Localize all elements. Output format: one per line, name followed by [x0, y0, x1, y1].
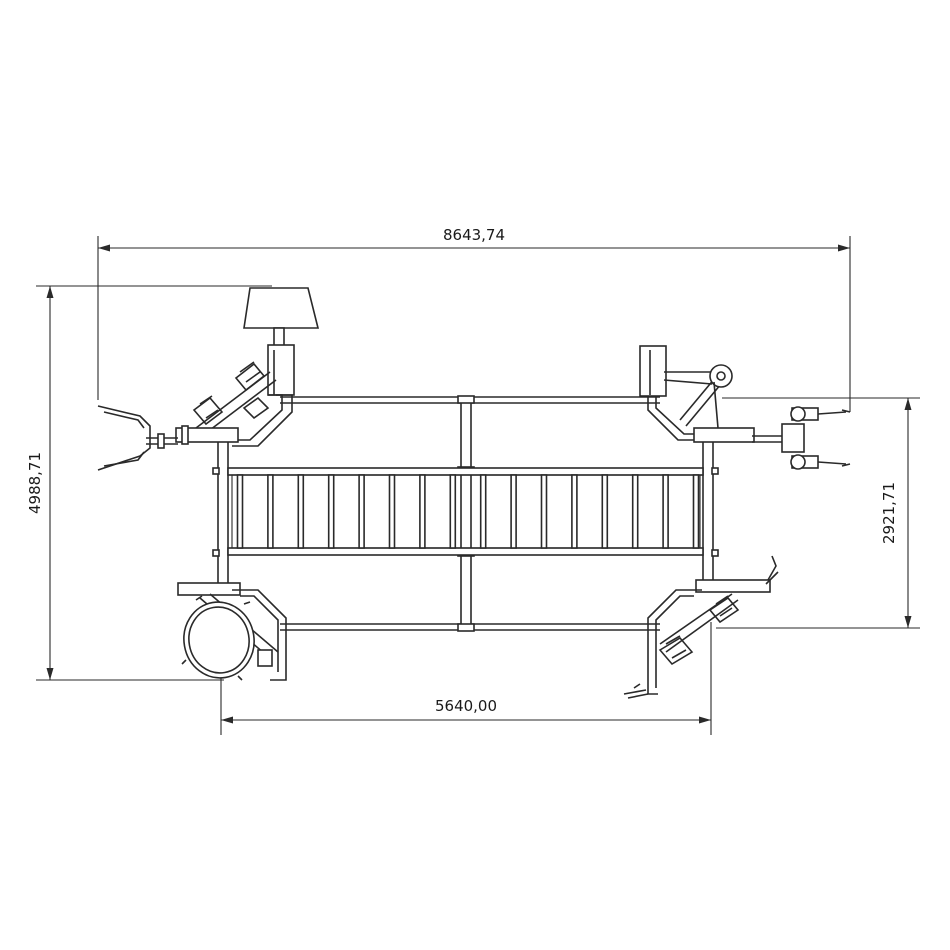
- ladder-bar: [358, 474, 365, 549]
- ladder-bars: [236, 474, 700, 549]
- ladder-bar: [662, 474, 669, 549]
- ladder-bar: [327, 474, 335, 549]
- dimension-frame-width: 5640,00: [220, 622, 712, 735]
- ladder-bar: [236, 474, 244, 549]
- ladder-bar: [479, 474, 487, 549]
- frame-width-label: 5640,00: [435, 697, 497, 715]
- main-frame: [212, 395, 719, 632]
- ladder-rungs: [227, 467, 704, 556]
- ladder-bar: [297, 474, 305, 549]
- station-top-right: [639, 345, 851, 470]
- dimension-overall-depth: 4988,71: [26, 285, 272, 681]
- ladder-bar: [510, 474, 517, 549]
- ladder-bar: [571, 474, 578, 549]
- station-bottom-left: [177, 582, 287, 681]
- station-top-left: [97, 287, 320, 471]
- dimension-frame-depth: 2921,71: [716, 397, 920, 629]
- station-bottom-right: [623, 555, 779, 699]
- ladder-bar: [540, 474, 548, 549]
- overall-width-label: 8643,74: [443, 226, 505, 244]
- overall-depth-label: 4988,71: [26, 452, 44, 514]
- ladder-bar: [419, 474, 426, 549]
- dimension-overall-width: 8643,74: [97, 226, 851, 412]
- frame-depth-label: 2921,71: [880, 482, 898, 544]
- ladder-bar: [601, 474, 609, 549]
- ladder-bar: [267, 474, 274, 549]
- ladder-bar: [631, 474, 639, 549]
- ladder-bar: [449, 474, 457, 549]
- ladder-bar: [388, 474, 396, 549]
- ladder-bar: [692, 474, 700, 549]
